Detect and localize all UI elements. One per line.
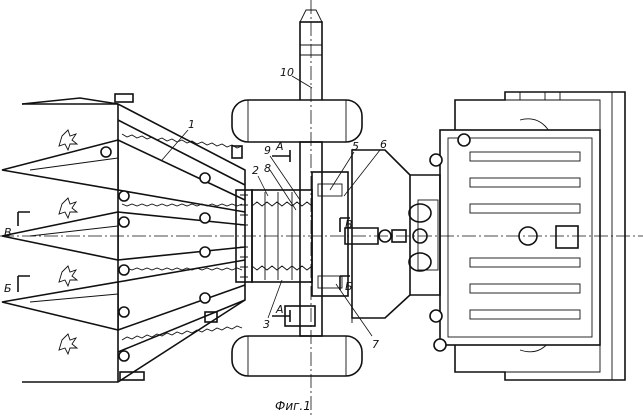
callout-label: 6 — [380, 138, 387, 151]
section-label: Б — [4, 282, 12, 295]
callout-label: 2 — [252, 164, 259, 177]
section-label: А — [275, 303, 284, 316]
callout-label: 3 — [263, 318, 270, 331]
section-label: В — [345, 218, 353, 231]
figure-caption: Фиг.1 — [275, 399, 311, 413]
callout-label: 9 — [264, 144, 271, 157]
section-label: А — [275, 140, 284, 153]
callout-6: 6 — [344, 138, 387, 196]
callout-label: 7 — [372, 338, 379, 351]
harvester-header — [2, 94, 252, 382]
callout-10: 10 — [280, 66, 312, 88]
section-mark-b-left: Б — [4, 276, 30, 295]
callout-label: 5 — [352, 140, 359, 153]
section-label: В — [4, 226, 12, 239]
callout-label: 10 — [280, 66, 294, 79]
callout-8: 8 — [264, 162, 296, 210]
callout-label: 8 — [264, 162, 271, 175]
hitch-frame — [345, 150, 440, 318]
callout-1: 1 — [162, 118, 195, 160]
section-mark-v-mid: В — [340, 218, 353, 232]
section-mark-a-top: А — [272, 140, 290, 162]
callout-label: 1 — [188, 118, 195, 131]
section-label: Б — [345, 280, 353, 293]
